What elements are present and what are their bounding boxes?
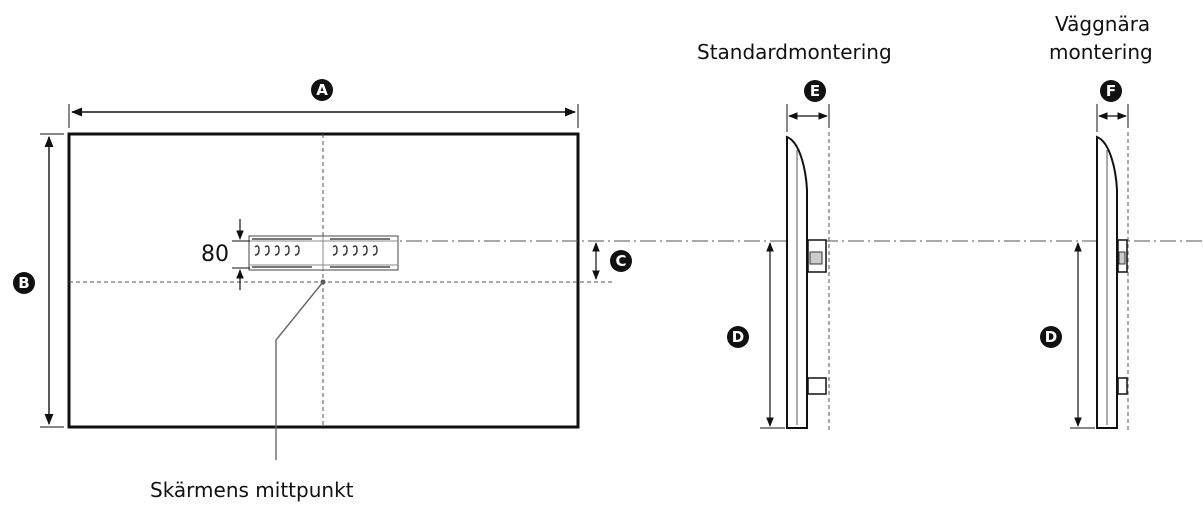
dimension-80-label: 80: [201, 242, 229, 267]
bracket-hole-strip: [248, 235, 399, 271]
dimension-d-close-line: [1070, 242, 1095, 429]
dimension-a-line: [68, 104, 579, 128]
badge-b: B: [13, 272, 35, 294]
dimension-b-line: [40, 133, 64, 428]
tv-side-wall-close: [1096, 132, 1129, 430]
tv-side-standard: [786, 132, 830, 430]
standard-mount-label: Standardmontering: [697, 40, 892, 64]
wall-close-mount-label-line2: montering: [1049, 40, 1153, 64]
screen-center-label: Skärmens mittpunkt: [150, 478, 354, 502]
badge-c: C: [610, 250, 632, 272]
badge-d-standard: D: [727, 326, 749, 348]
wall-close-mount-label-line1: Väggnära: [1055, 12, 1151, 36]
badge-d-close: D: [1040, 326, 1062, 348]
badge-a: A: [311, 79, 333, 101]
badge-f: F: [1100, 80, 1122, 102]
dimension-d-standard-line: [760, 242, 785, 429]
badge-e: E: [804, 80, 826, 102]
screen-center-leader: [275, 279, 326, 460]
dimension-f-line: [1096, 104, 1129, 132]
dimension-80-marker: [232, 219, 250, 290]
dimension-e-line: [786, 104, 830, 132]
